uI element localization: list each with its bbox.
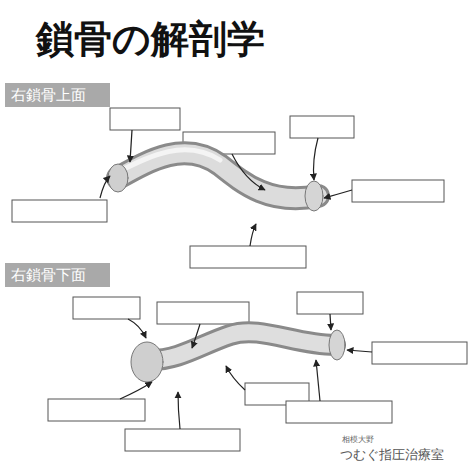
diagram-title: 鎖骨の解剖学: [36, 14, 265, 65]
watermark: つむぐ指圧治療室: [340, 446, 444, 464]
watermark: 相模大野: [342, 434, 374, 445]
section-band: 右鎖骨下面: [5, 263, 110, 287]
section-heading: 右鎖骨下面: [11, 266, 86, 285]
section-heading: 右鎖骨上面: [11, 86, 86, 105]
section-band: 右鎖骨上面: [5, 83, 110, 107]
